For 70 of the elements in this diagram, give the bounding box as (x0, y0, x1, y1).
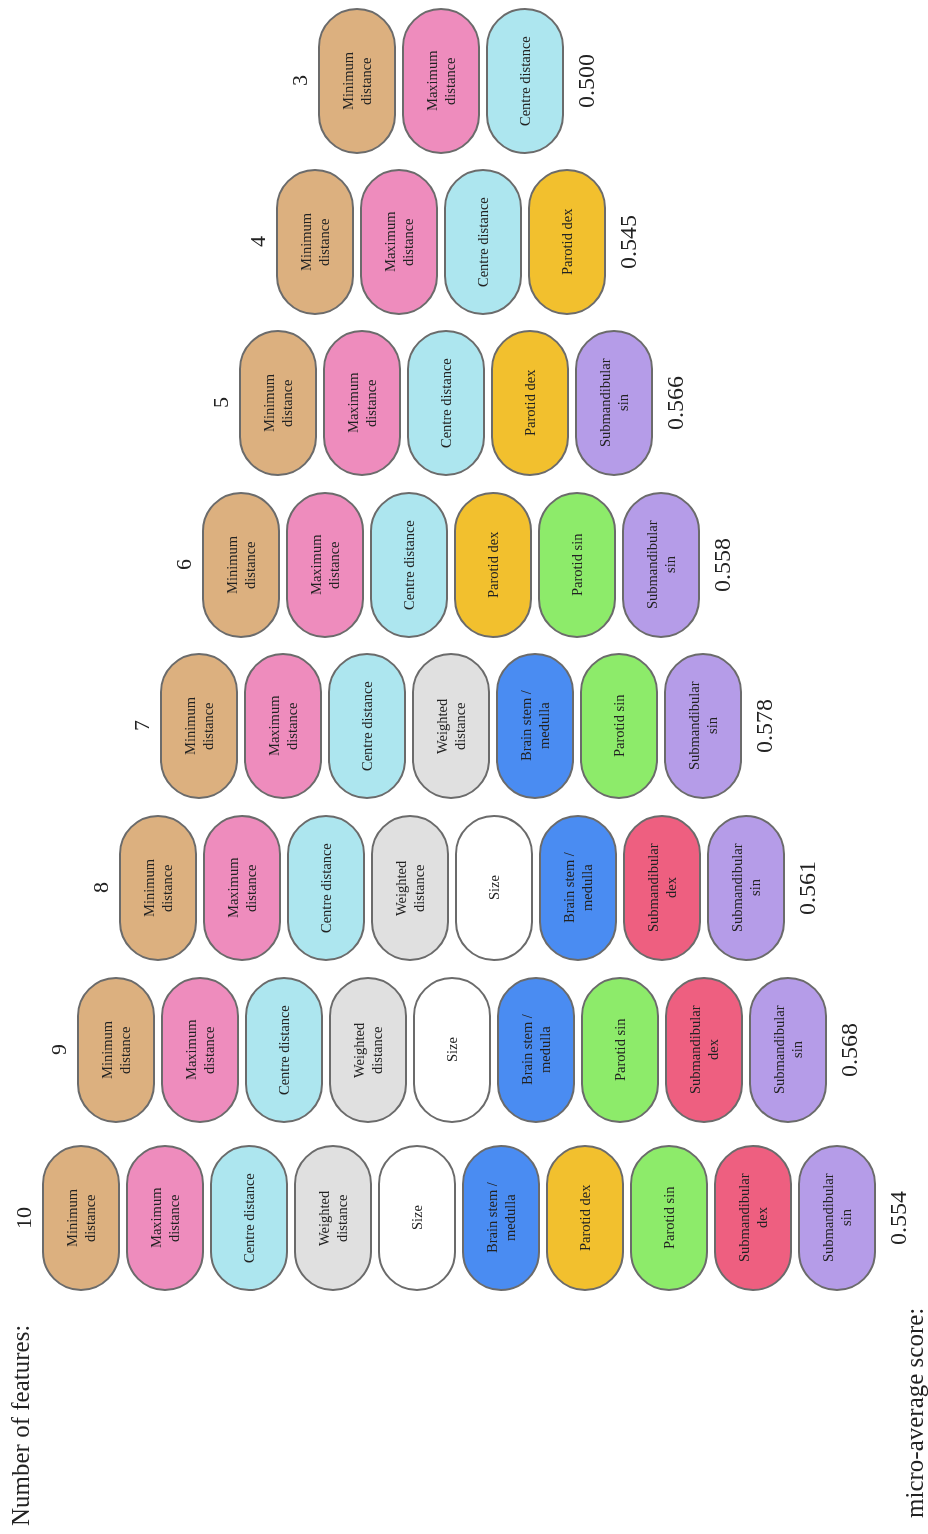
feature-pill: Parotid dex (491, 330, 569, 476)
feature-pill: Weighted distance (329, 977, 407, 1123)
feature-pill: Centre distance (370, 492, 448, 638)
feature-pill: Parotid sin (538, 492, 616, 638)
feature-pill: Minimum distance (42, 1145, 120, 1291)
feature-count: 7 (128, 719, 155, 734)
feature-pill: Minimum distance (77, 977, 155, 1123)
feature-count: 6 (170, 558, 197, 573)
feature-pill: Centre distance (210, 1145, 288, 1291)
score-value: 0.500 (571, 53, 600, 110)
axis-heading: Number of features: (6, 1323, 35, 1528)
feature-pill: Parotid sin (630, 1145, 708, 1291)
feature-pill: Maximum distance (244, 653, 322, 799)
feature-pill: Minimum distance (119, 815, 197, 961)
score-value: 0.566 (660, 375, 689, 432)
feature-pill: Centre distance (245, 977, 323, 1123)
feature-pill: Minimum distance (276, 169, 354, 315)
feature-pill: Submandibular sin (707, 815, 785, 961)
feature-pill: Weighted distance (371, 815, 449, 961)
feature-pill: Size (455, 815, 533, 961)
feature-pill: Minimum distance (318, 8, 396, 154)
feature-pill: Parotid sin (581, 977, 659, 1123)
feature-pill: Size (378, 1145, 456, 1291)
feature-count: 9 (45, 1043, 72, 1058)
feature-pill: Parotid dex (546, 1145, 624, 1291)
feature-pill: Minimum distance (202, 492, 280, 638)
score-value: 0.558 (707, 537, 736, 594)
feature-pill: Centre distance (328, 653, 406, 799)
score-value: 0.578 (749, 698, 778, 755)
feature-pill: Parotid dex (454, 492, 532, 638)
feature-pill: Minimum distance (160, 653, 238, 799)
score-value: 0.545 (613, 214, 642, 271)
feature-pill: Maximum distance (286, 492, 364, 638)
feature-pill: Brain stem / medulla (539, 815, 617, 961)
feature-pill: Submandibular dex (665, 977, 743, 1123)
feature-pill: Centre distance (407, 330, 485, 476)
axis-heading: micro-average score: (900, 1306, 928, 1520)
feature-pill: Submandibular sin (798, 1145, 876, 1291)
feature-pill: Submandibular dex (714, 1145, 792, 1291)
feature-pill: Maximum distance (203, 815, 281, 961)
feature-pill: Brain stem / medulla (497, 977, 575, 1123)
feature-pill: Size (413, 977, 491, 1123)
feature-pill: Centre distance (444, 169, 522, 315)
feature-pill: Maximum distance (323, 330, 401, 476)
feature-count: 4 (244, 235, 271, 250)
feature-count: 3 (286, 74, 313, 89)
feature-pill: Maximum distance (360, 169, 438, 315)
feature-pill: Parotid dex (528, 169, 606, 315)
feature-pill: Minimum distance (239, 330, 317, 476)
score-value: 0.561 (792, 860, 821, 917)
feature-pill: Maximum distance (161, 977, 239, 1123)
feature-pill: Submandibular sin (622, 492, 700, 638)
feature-pill: Submandibular dex (623, 815, 701, 961)
feature-pill: Centre distance (486, 8, 564, 154)
feature-pill: Parotid sin (580, 653, 658, 799)
feature-count: 5 (207, 396, 234, 411)
feature-pill: Submandibular sin (749, 977, 827, 1123)
feature-pill: Centre distance (287, 815, 365, 961)
score-value: 0.568 (834, 1022, 863, 1079)
feature-count: 8 (87, 881, 114, 896)
feature-pill: Maximum distance (126, 1145, 204, 1291)
feature-pill: Weighted distance (412, 653, 490, 799)
feature-count: 10 (10, 1206, 37, 1231)
feature-pill: Weighted distance (294, 1145, 372, 1291)
feature-pill: Brain stem / medulla (462, 1145, 540, 1291)
feature-pill: Brain stem / medulla (496, 653, 574, 799)
feature-pill: Submandibular sin (575, 330, 653, 476)
feature-pill: Submandibular sin (664, 653, 742, 799)
feature-pill: Maximum distance (402, 8, 480, 154)
score-value: 0.554 (883, 1190, 912, 1247)
